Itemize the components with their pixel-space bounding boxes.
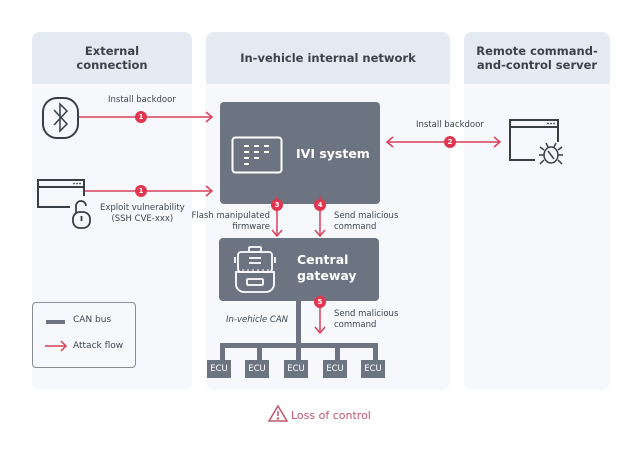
flow-4-line1: Send malicious bbox=[334, 211, 399, 221]
step-badge-5: 5 bbox=[314, 296, 326, 308]
flow-3-line2: firmware bbox=[232, 222, 270, 232]
flow-1-label: Install backdoor bbox=[108, 95, 176, 105]
step-badge-2: 2 bbox=[444, 136, 456, 148]
can-network-label: In-vehicle CAN bbox=[226, 315, 289, 325]
flow-1b-line1: Exploit vulnerability bbox=[100, 203, 185, 213]
c2-server-window-icon bbox=[509, 119, 559, 161]
step-badge-4: 4 bbox=[314, 199, 326, 211]
unlocked-padlock-icon bbox=[72, 200, 91, 229]
flow-3-line1: Flash manipulated bbox=[191, 211, 270, 221]
can-bus bbox=[220, 301, 378, 361]
step-badge-3: 3 bbox=[271, 199, 283, 211]
flow-5-line2: command bbox=[334, 320, 377, 330]
panel-internal-network: In-vehicle internal network bbox=[206, 32, 450, 390]
central-gateway-node: Central gateway bbox=[219, 238, 379, 301]
flow-2-label: Install backdoor bbox=[416, 120, 484, 130]
legend-can-bus-label: CAN bus bbox=[73, 315, 112, 325]
step-badge-1b: 1 bbox=[135, 185, 147, 197]
ecu-node: ECU bbox=[284, 360, 308, 378]
loss-of-control-label: Loss of control bbox=[291, 409, 371, 422]
legend: CAN bus Attack flow bbox=[32, 302, 136, 368]
ivi-system-node: IVI system bbox=[220, 102, 380, 204]
flow-1b-line2: (SSH CVE-xxx) bbox=[111, 214, 174, 224]
vulnerable-window-icon bbox=[37, 179, 85, 208]
panel-remote-title: Remote command-and-control server bbox=[464, 32, 610, 84]
ecu-node: ECU bbox=[207, 360, 231, 378]
gateway-label-line1: Central bbox=[297, 252, 349, 267]
flow-5-label: Send malicious command bbox=[334, 309, 398, 331]
gateway-label-line2: gateway bbox=[297, 268, 357, 283]
ivi-system-label: IVI system bbox=[296, 146, 370, 161]
flow-4-label: Send malicious command bbox=[334, 211, 398, 233]
ivi-screen-icon bbox=[231, 136, 283, 174]
ecu-node: ECU bbox=[245, 360, 269, 378]
flow-3-label: Flash manipulated firmware bbox=[190, 211, 270, 233]
step-badge-1a: 1 bbox=[135, 111, 147, 123]
panel-external-title: External connection bbox=[32, 32, 192, 84]
warning-icon bbox=[267, 404, 289, 422]
ecu-node: ECU bbox=[323, 360, 347, 378]
bluetooth-icon bbox=[42, 97, 79, 139]
legend-attack-flow-label: Attack flow bbox=[73, 341, 124, 351]
ecu-node: ECU bbox=[361, 360, 385, 378]
flow-1b-label: Exploit vulnerability (SSH CVE-xxx) bbox=[100, 203, 185, 225]
panel-internal-title: In-vehicle internal network bbox=[206, 32, 450, 84]
central-gateway-label: Central gateway bbox=[297, 252, 357, 284]
gateway-device-icon bbox=[234, 246, 276, 293]
flow-5-line1: Send malicious bbox=[334, 309, 399, 319]
malware-bug-icon bbox=[539, 142, 563, 165]
panel-remote-server: Remote command-and-control server bbox=[464, 32, 610, 390]
flow-4-line2: command bbox=[334, 222, 377, 232]
